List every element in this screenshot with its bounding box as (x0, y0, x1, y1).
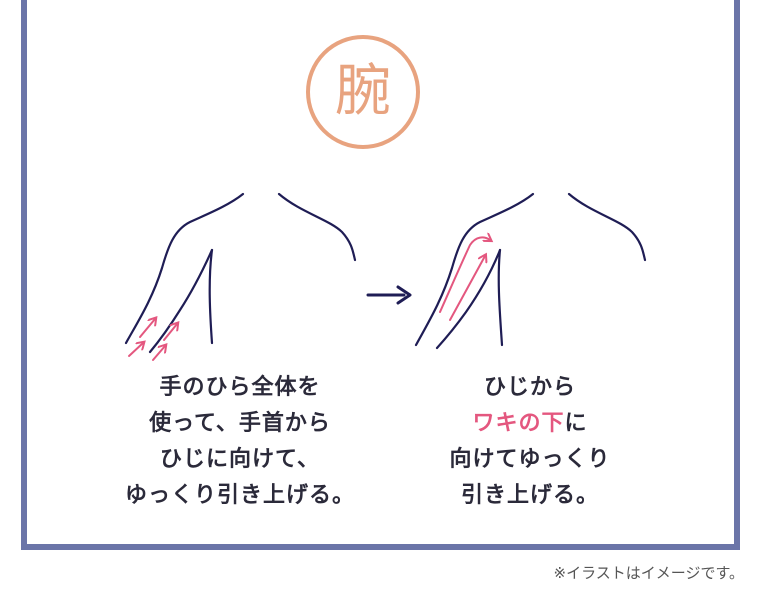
left-stroke-arrows (128, 319, 177, 361)
left-body-outline (124, 192, 357, 354)
step2-line-rest: に (564, 411, 588, 436)
step1-line: 手のひら全体を (159, 375, 321, 400)
stroke-arrow-icon (152, 346, 165, 361)
stroke-arrow-icon (163, 324, 177, 341)
badge-label: 腕 (335, 59, 391, 124)
right-stroke-arrows (439, 237, 490, 321)
step2-line: ひじから (483, 375, 576, 400)
highlight-underarm: ワキの下 (472, 411, 565, 436)
step2-line: 引き上げる。 (460, 483, 599, 508)
step1-line: ひじに向けて、 (160, 447, 320, 472)
right-arrow-icon (366, 285, 412, 305)
content-frame (21, 0, 740, 550)
step2-line: 向けてゆっくり (449, 447, 611, 472)
step2-caption: ひじから ワキの下に 向けてゆっくり 引き上げる。 (405, 370, 655, 514)
stroke-arrow-icon (439, 237, 490, 313)
illustration-footnote: ※イラストはイメージです。 (553, 564, 744, 582)
step1-caption: 手のひら全体を 使って、手首から ひじに向けて、 ゆっくり引き上げる。 (100, 370, 380, 514)
stroke-arrow-icon (128, 343, 143, 357)
step2-line: ワキの下に (405, 406, 655, 442)
step1-line: 使って、手首から (149, 411, 331, 436)
stroke-arrow-icon (139, 319, 155, 338)
stroke-arrow-icon (449, 256, 485, 321)
step1-line: ゆっくり引き上げる。 (124, 483, 355, 508)
body-part-badge: 腕 (306, 35, 420, 149)
right-body-outline (414, 192, 647, 350)
